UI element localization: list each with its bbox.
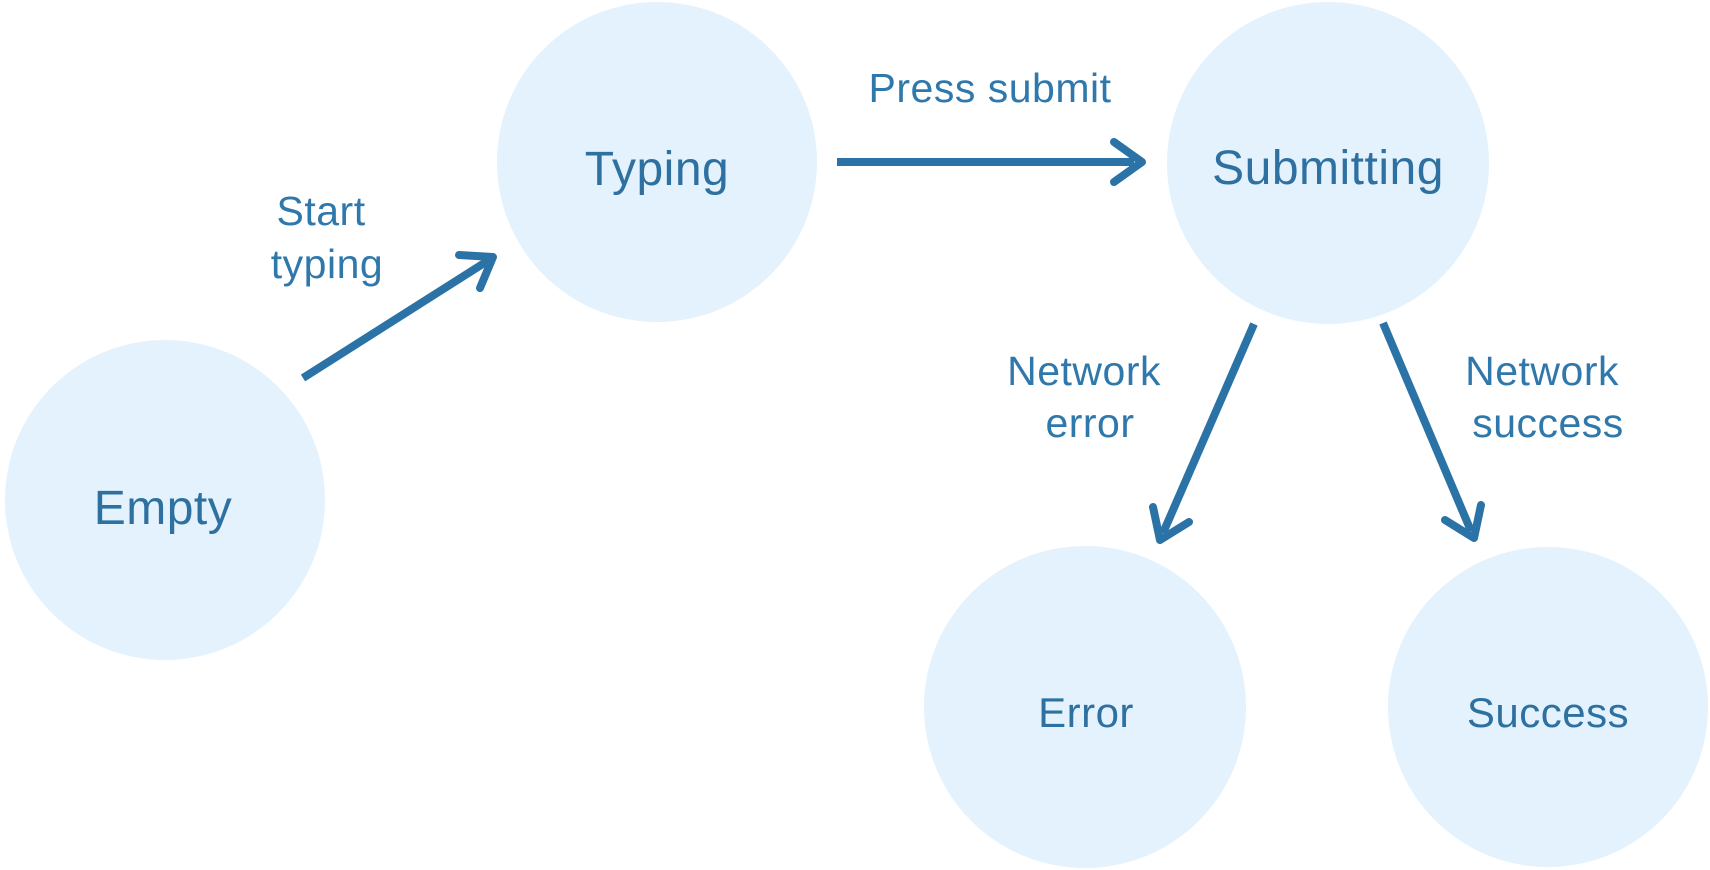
transition-arrow-typing-to-submitting bbox=[837, 138, 1146, 186]
transition-label-line: success bbox=[1472, 400, 1624, 446]
state-circle-typing bbox=[497, 2, 817, 322]
transition-label-line: Start bbox=[277, 188, 366, 234]
state-node-submitting: Submitting bbox=[1167, 2, 1489, 324]
state-circle-empty bbox=[5, 340, 325, 660]
state-label-error: Error bbox=[1038, 689, 1134, 736]
transition-arrow-submitting-to-success bbox=[1379, 321, 1485, 542]
state-label-typing: Typing bbox=[585, 143, 729, 196]
transition-label-network-success: Network success bbox=[1465, 348, 1631, 446]
transition-label-start-typing: Start typing bbox=[271, 188, 383, 287]
state-circle-success bbox=[1388, 547, 1708, 867]
state-label-success: Success bbox=[1467, 689, 1629, 736]
state-label-submitting: Submitting bbox=[1212, 142, 1444, 195]
transition-label-press-submit: Press submit bbox=[869, 65, 1112, 111]
arrowhead-icon bbox=[1149, 503, 1193, 544]
state-circle-error bbox=[924, 546, 1246, 868]
transition-arrow-empty-to-typing bbox=[300, 251, 497, 382]
transition-label-line: Network bbox=[1465, 348, 1619, 394]
transition-label-line: Network bbox=[1007, 348, 1161, 394]
transition-label-line: error bbox=[1045, 400, 1134, 446]
transition-arrow-submitting-to-error bbox=[1149, 322, 1258, 544]
arrow-shaft bbox=[1379, 321, 1475, 533]
transition-label-line: typing bbox=[271, 241, 383, 287]
state-node-error: Error bbox=[924, 546, 1246, 868]
state-node-empty: Empty bbox=[5, 340, 325, 660]
arrow-shaft bbox=[300, 256, 492, 382]
state-label-empty: Empty bbox=[94, 482, 233, 535]
arrowhead-icon bbox=[1441, 501, 1485, 542]
state-circle-submitting bbox=[1167, 2, 1489, 324]
state-node-typing: Typing bbox=[497, 2, 817, 322]
arrowhead-icon bbox=[1110, 138, 1146, 186]
arrowhead-icon bbox=[455, 251, 497, 292]
arrow-shaft bbox=[1159, 322, 1258, 535]
state-node-success: Success bbox=[1388, 547, 1708, 867]
transition-label-network-error: Network error bbox=[1007, 348, 1173, 446]
transition-label-line: Press submit bbox=[869, 65, 1112, 111]
